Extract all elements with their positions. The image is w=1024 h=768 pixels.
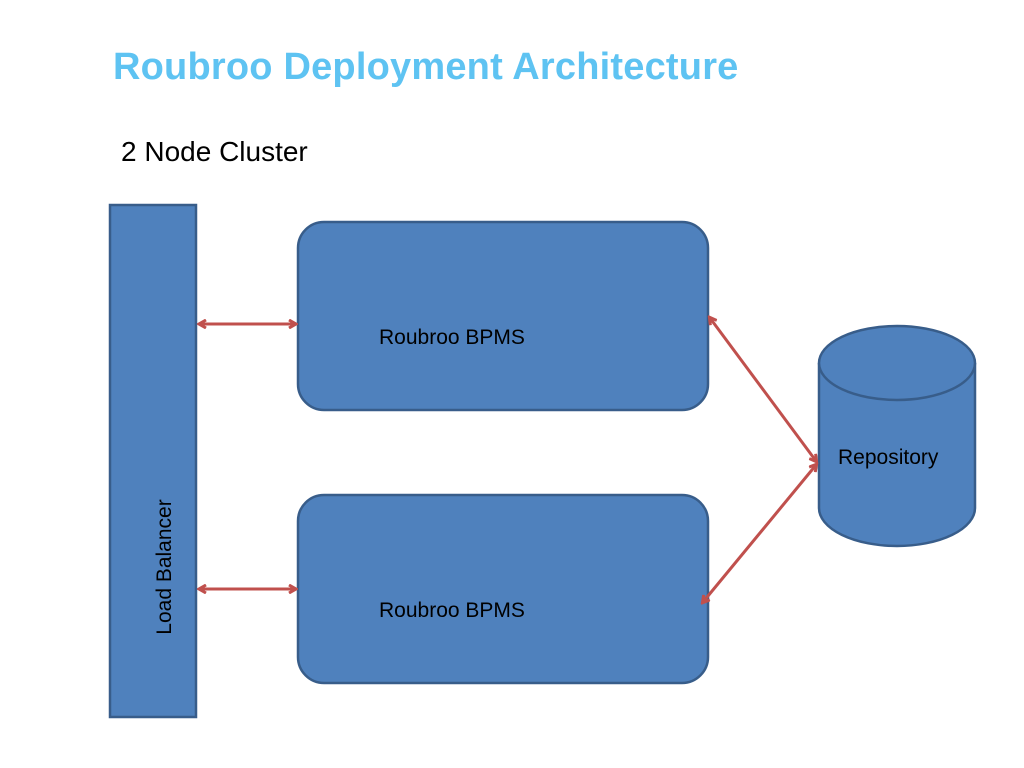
repository-label: Repository — [838, 446, 939, 469]
bpms-node-2: Roubroo BPMS — [296, 493, 710, 685]
node1-to-repository-arrow — [710, 318, 816, 461]
bpms-node-2-label: Roubroo BPMS — [379, 599, 525, 622]
load-balancer-label: Load Balancer — [153, 499, 176, 634]
slide-subtitle: 2 Node Cluster — [121, 136, 308, 167]
repository-cylinder: Repository — [817, 324, 977, 548]
slide-title: Roubroo Deployment Architecture — [113, 46, 739, 88]
bpms-node-1: Roubroo BPMS — [296, 220, 710, 412]
node2-to-repository-arrow — [703, 465, 816, 602]
load-balancer: Load Balancer — [108, 203, 198, 719]
bpms-node-1-label: Roubroo BPMS — [379, 326, 525, 349]
